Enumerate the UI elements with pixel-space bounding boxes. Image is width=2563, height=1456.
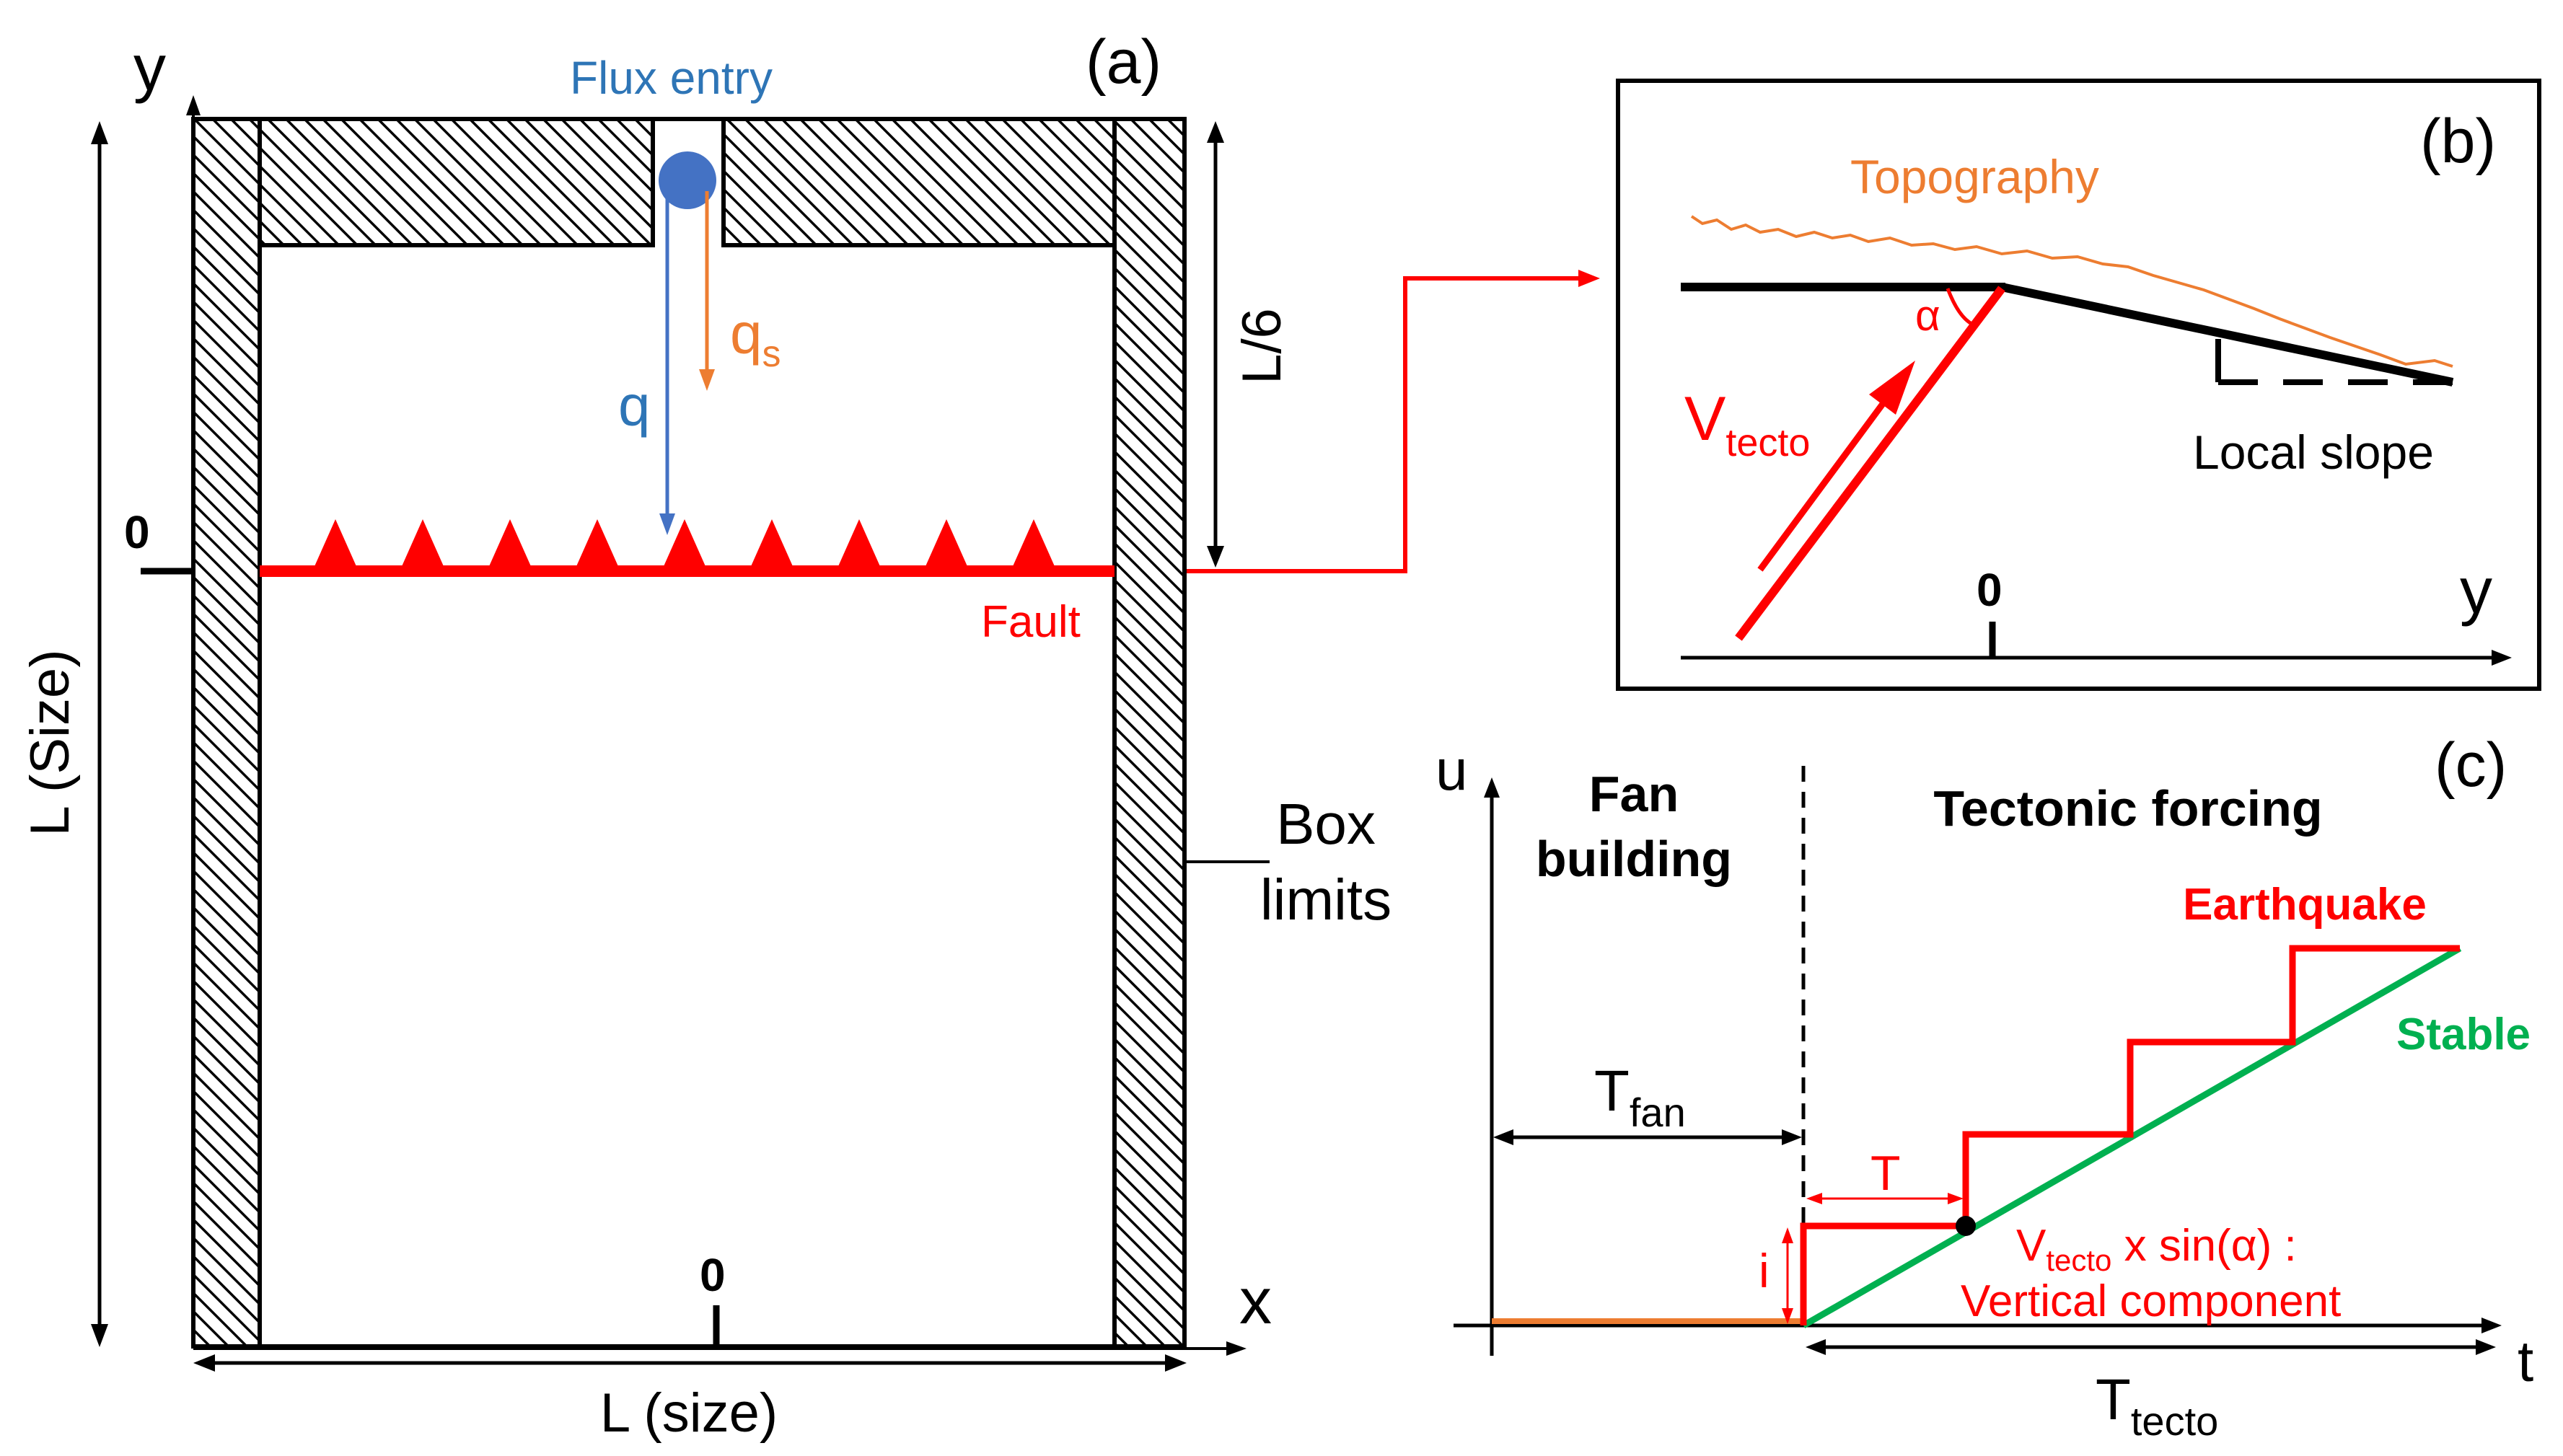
box-limits-label-line2: limits (1260, 868, 1392, 932)
l-size-vertical-label: L (Size) (19, 649, 81, 836)
fault-tooth (400, 519, 446, 571)
fault-tooth (749, 519, 795, 571)
zero-left-label: 0 (124, 506, 150, 558)
l6-arrowhead-top (1207, 121, 1224, 143)
left-wall (191, 117, 262, 1349)
step-arrowhead-top (1782, 1227, 1793, 1243)
fault-tooth (836, 519, 882, 571)
tfan-arrowhead-right (1782, 1129, 1802, 1145)
panel-c: (c) u t Fan building Tectonic forcing Ea… (1436, 731, 2533, 1444)
ttecto-arrowhead-right (2476, 1339, 2496, 1355)
sloping-surface-line (2000, 283, 2454, 387)
panel-b-tag: (b) (2420, 107, 2496, 176)
earthquake-staircase (1800, 945, 2460, 1325)
stable-label: Stable (2396, 1010, 2531, 1059)
l-size-horizontal-label: L (size) (600, 1382, 778, 1444)
top-wall-right (721, 117, 1117, 247)
fault-teeth (312, 519, 1057, 571)
local-slope-label: Local slope (2193, 425, 2434, 479)
step-label: i (1759, 1244, 1770, 1297)
flux-entry-label: Flux entry (570, 52, 773, 104)
panel-c-tag: (c) (2435, 731, 2507, 800)
panel-a-x-label: x (1239, 1266, 1272, 1338)
flux-entry-point (659, 151, 716, 209)
panel-a-x-axis-arrowhead (1226, 1341, 1247, 1356)
panel-b-y-axis-arrowhead (2492, 650, 2512, 666)
sediment-flux-label: qs (730, 301, 781, 375)
panel-b-frame (1616, 79, 2541, 691)
earthquake-marker-point (1956, 1216, 1976, 1236)
fault-tooth (923, 519, 970, 571)
fault-tooth (487, 519, 533, 571)
l-size-horizontal-arrowhead-right (1165, 1354, 1187, 1372)
ttecto-label: Ttecto (2096, 1367, 2218, 1444)
panel-c-t-label: t (2518, 1329, 2533, 1393)
l6-arrowhead-bottom (1207, 546, 1224, 568)
panel-a: (a) y x Flux entry q qs L/6 0 0 Fault L … (19, 27, 1600, 1444)
panel-a-y-label: y (133, 32, 166, 105)
tectonic-forcing-label: Tectonic forcing (1933, 780, 2322, 837)
fault-tooth (1011, 519, 1057, 571)
fault-tooth (312, 519, 359, 571)
fault-tooth (661, 519, 708, 571)
alpha-label: α (1915, 291, 1940, 340)
panel-b: (b) Topography α Vtecto Local slope 0 y (1616, 79, 2541, 691)
top-wall-left (258, 117, 655, 247)
vtecto-label: Vtecto (1684, 384, 1810, 464)
l-size-vertical-arrowhead-bottom (91, 1324, 108, 1347)
ttecto-arrowhead-left (1806, 1339, 1826, 1355)
vertical-component-label: Vertical component (1961, 1276, 2341, 1326)
water-flux-arrowhead (659, 513, 675, 535)
fault-label: Fault (981, 597, 1081, 647)
fault-plane (1735, 286, 2005, 641)
panel-b-y-label: y (2460, 555, 2492, 627)
step-arrowhead-bottom (1782, 1308, 1793, 1324)
right-wall (1112, 117, 1187, 1349)
panel-a-tag: (a) (1086, 27, 1161, 97)
topography-line (1690, 215, 2453, 368)
period-label: T (1870, 1146, 1901, 1201)
tfan-arrowhead-left (1493, 1129, 1513, 1145)
period-arrowhead-right (1948, 1193, 1964, 1204)
panel-c-u-label: u (1436, 738, 1468, 802)
zero-bottom-label: 0 (700, 1249, 726, 1301)
vtecto-arrowhead (1869, 361, 1915, 415)
vertical-component-formula: Vtecto x sin(α) : (2016, 1221, 2297, 1277)
water-flux-label: q (618, 374, 651, 438)
topography-label: Topography (1850, 150, 2099, 203)
fan-building-label-line2: building (1536, 831, 1732, 887)
vtecto-arrow-shaft (1757, 402, 1886, 572)
alpha-angle-arc (1946, 288, 1974, 327)
fan-building-label-line1: Fan (1589, 766, 1679, 822)
panel-c-t-axis-arrowhead (2481, 1318, 2502, 1333)
fault-tooth (574, 519, 620, 571)
inset-connector-arrowhead (1578, 270, 1600, 287)
panel-b-zero-label: 0 (1977, 564, 2003, 616)
sediment-flux-arrowhead (699, 369, 715, 391)
box-limits-label-line1: Box (1276, 792, 1376, 856)
earthquake-label: Earthquake (2183, 880, 2427, 930)
panel-c-u-axis-arrowhead (1484, 777, 1500, 798)
l-size-vertical-arrowhead-top (91, 121, 108, 144)
period-arrowhead-left (1806, 1193, 1822, 1204)
l-size-horizontal-arrowhead-left (193, 1354, 215, 1372)
tfan-label: Tfan (1594, 1059, 1686, 1135)
panel-a-y-axis-arrowhead (186, 95, 201, 115)
l6-label: L/6 (1231, 308, 1293, 384)
